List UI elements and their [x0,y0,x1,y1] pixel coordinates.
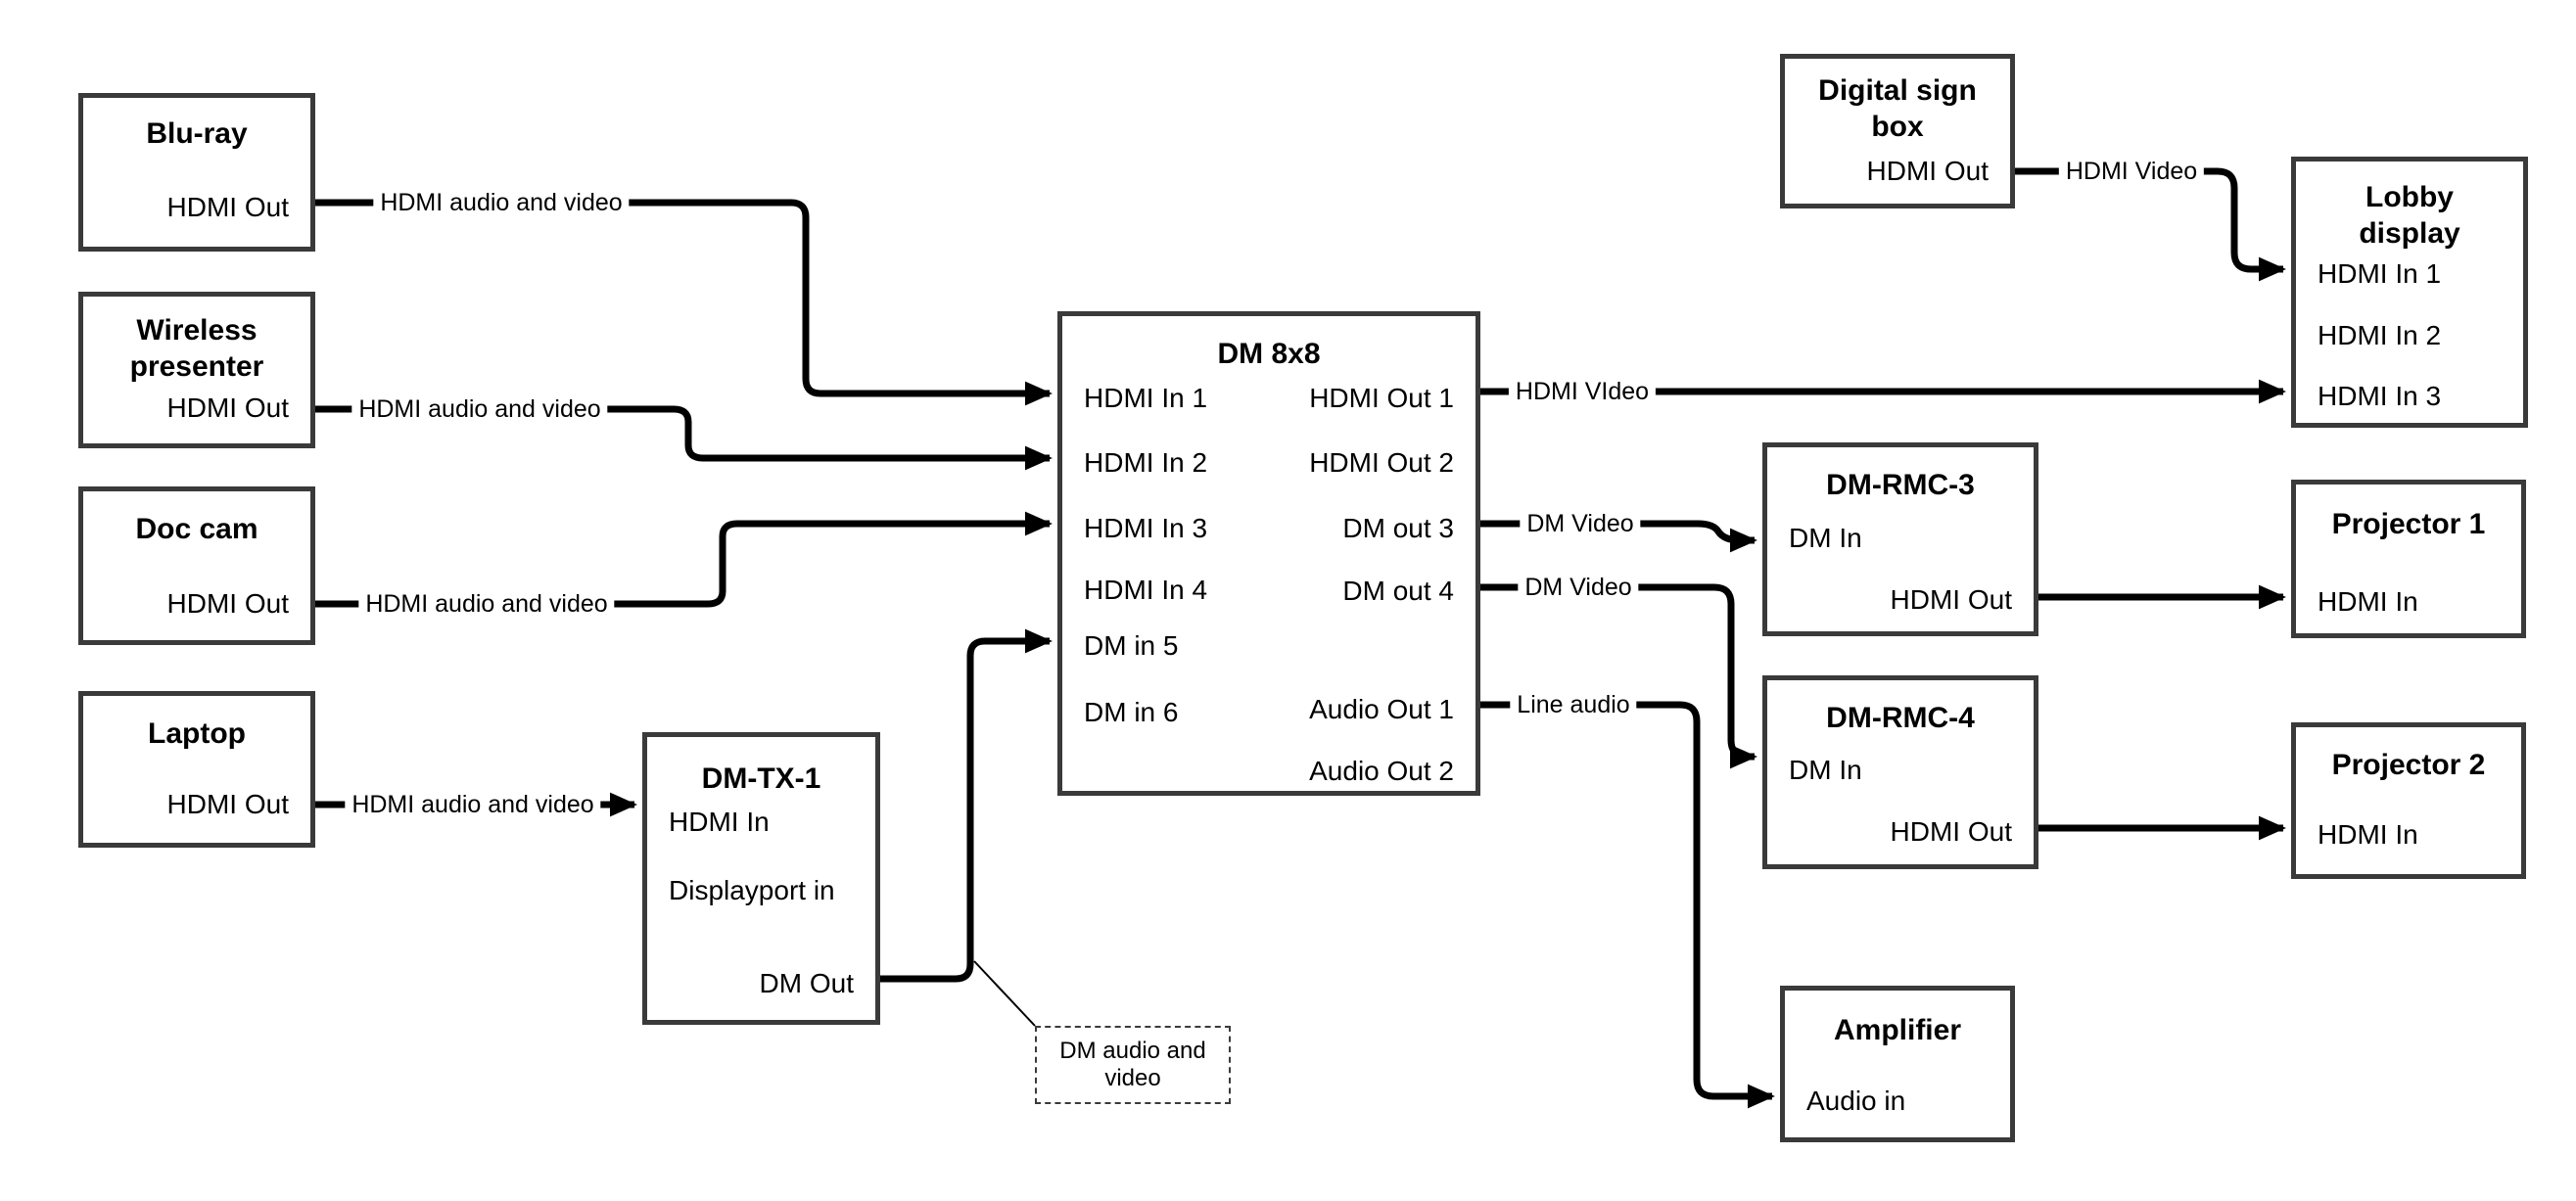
edge-digital-sign-to-lobby-in1[interactable] [2015,167,2286,282]
port-dm-8x8-hdmi-in-4: HDMI In 4 [1084,575,1208,605]
port-lobby-display-hdmi-in-2: HDMI In 2 [2318,320,2442,350]
port-dm-tx-1-hdmi-in: HDMI In [669,807,770,837]
port-dm-8x8-hdmi-in-1: HDMI In 1 [1084,383,1208,413]
port-dm-8x8-dm-out-3: DM out 3 [1342,513,1454,543]
port-dm-8x8-hdmi-out-1: HDMI Out 1 [1309,383,1454,413]
edge-label-dm8x8-audio1-to-amplifier: Line audio [1510,690,1637,719]
dm-rmc-4-title: DM-RMC-4 [1826,702,1975,734]
port-dm-8x8-hdmi-in-3: HDMI In 3 [1084,513,1208,543]
edge-note-leader[interactable] [973,960,1036,1027]
port-dm-rmc-3-hdmi-out: HDMI Out [1890,584,2012,615]
port-lobby-display-hdmi-in-1: HDMI In 1 [2318,258,2442,289]
annotation-note-dm-audio-video[interactable]: DM audio and video [1035,1026,1231,1104]
port-projector-1-hdmi-in: HDMI In [2318,586,2418,617]
laptop-title: Laptop [148,717,246,750]
port-dm-8x8-audio-out-1: Audio Out 1 [1309,694,1454,724]
port-amplifier-audio-in: Audio in [1806,1086,1906,1116]
doc-cam-title: Doc cam [135,513,258,545]
port-wireless-presenter-hdmi-out: HDMI Out [166,393,289,423]
dm-tx-1-title: DM-TX-1 [701,762,821,795]
note-dm-audio-video-title: DM audio and video [1059,1038,1206,1091]
edge-wireless-to-dm8x8-in2[interactable] [315,405,1053,471]
projector-2-title: Projector 2 [2331,749,2486,781]
edge-label-wireless-to-dm8x8-in2: HDMI audio and video [351,394,608,424]
edge-label-dm8x8-out4-to-dm-rmc-4: DM Video [1518,573,1639,602]
port-dm-rmc-3-dm-in: DM In [1789,523,1862,553]
node-dm-rmc-4[interactable]: DM-RMC-4 DM In HDMI Out [1762,675,2038,869]
port-dm-8x8-dm-in-5: DM in 5 [1084,630,1179,661]
edge-label-doc-cam-to-dm8x8-in3: HDMI audio and video [358,589,615,619]
port-doc-cam-hdmi-out: HDMI Out [166,588,289,619]
node-dm-rmc-3[interactable]: DM-RMC-3 DM In HDMI Out [1762,442,2038,636]
edge-label-laptop-to-dm-tx-1: HDMI audio and video [345,790,601,819]
blu-ray-title: Blu-ray [146,117,248,150]
edge-label-blu-ray-to-dm8x8-in1: HDMI audio and video [373,188,630,217]
dm-8x8-title: DM 8x8 [1217,338,1321,370]
port-dm-rmc-4-dm-in: DM In [1789,755,1862,785]
digital-sign-box-title: Digital sign box [1818,74,1977,143]
wireless-presenter-title: Wireless presenter [129,314,264,383]
port-dm-8x8-hdmi-out-2: HDMI Out 2 [1309,447,1454,478]
node-projector-1[interactable]: Projector 1 HDMI In [2291,480,2526,638]
port-laptop-hdmi-out: HDMI Out [166,789,289,819]
port-dm-8x8-hdmi-in-2: HDMI In 2 [1084,447,1208,478]
port-dm-tx-1-dm-out: DM Out [759,968,854,998]
dm-rmc-3-title: DM-RMC-3 [1826,469,1975,501]
edge-dm8x8-audio1-to-amplifier[interactable] [1480,701,1775,1109]
port-dm-8x8-dm-in-6: DM in 6 [1084,697,1179,727]
edge-blu-ray-to-dm8x8-in1[interactable] [315,199,1053,406]
edge-label-digital-sign-to-lobby-in1: HDMI Video [2058,157,2205,186]
port-projector-2-hdmi-in: HDMI In [2318,819,2418,850]
edge-dm-tx-1-to-dm8x8-in5[interactable] [880,628,1053,983]
edge-label-dm8x8-out1-to-lobby-in3: HDMI VIdeo [1508,377,1657,406]
port-lobby-display-hdmi-in-3: HDMI In 3 [2318,381,2442,411]
node-projector-2[interactable]: Projector 2 HDMI In [2291,722,2526,879]
port-dm-rmc-4-hdmi-out: HDMI Out [1890,816,2012,847]
port-dm-tx-1-displayport-in: Displayport in [669,875,835,905]
projector-1-title: Projector 1 [2331,508,2486,540]
amplifier-title: Amplifier [1833,1014,1962,1046]
edge-doc-cam-to-dm8x8-in3[interactable] [315,511,1053,608]
port-dm-8x8-dm-out-4: DM out 4 [1342,576,1454,606]
edge-dm8x8-out4-to-dm-rmc-4[interactable] [1480,583,1757,769]
edge-dm8x8-out3-to-dm-rmc-3[interactable] [1480,520,1757,553]
port-blu-ray-hdmi-out: HDMI Out [166,192,289,222]
port-dm-8x8-audio-out-2: Audio Out 2 [1309,756,1454,786]
lobby-display-title: Lobby display [2359,181,2460,250]
edge-label-dm8x8-out3-to-dm-rmc-3: DM Video [1520,509,1641,538]
port-digital-sign-box-hdmi-out: HDMI Out [1866,156,1989,186]
